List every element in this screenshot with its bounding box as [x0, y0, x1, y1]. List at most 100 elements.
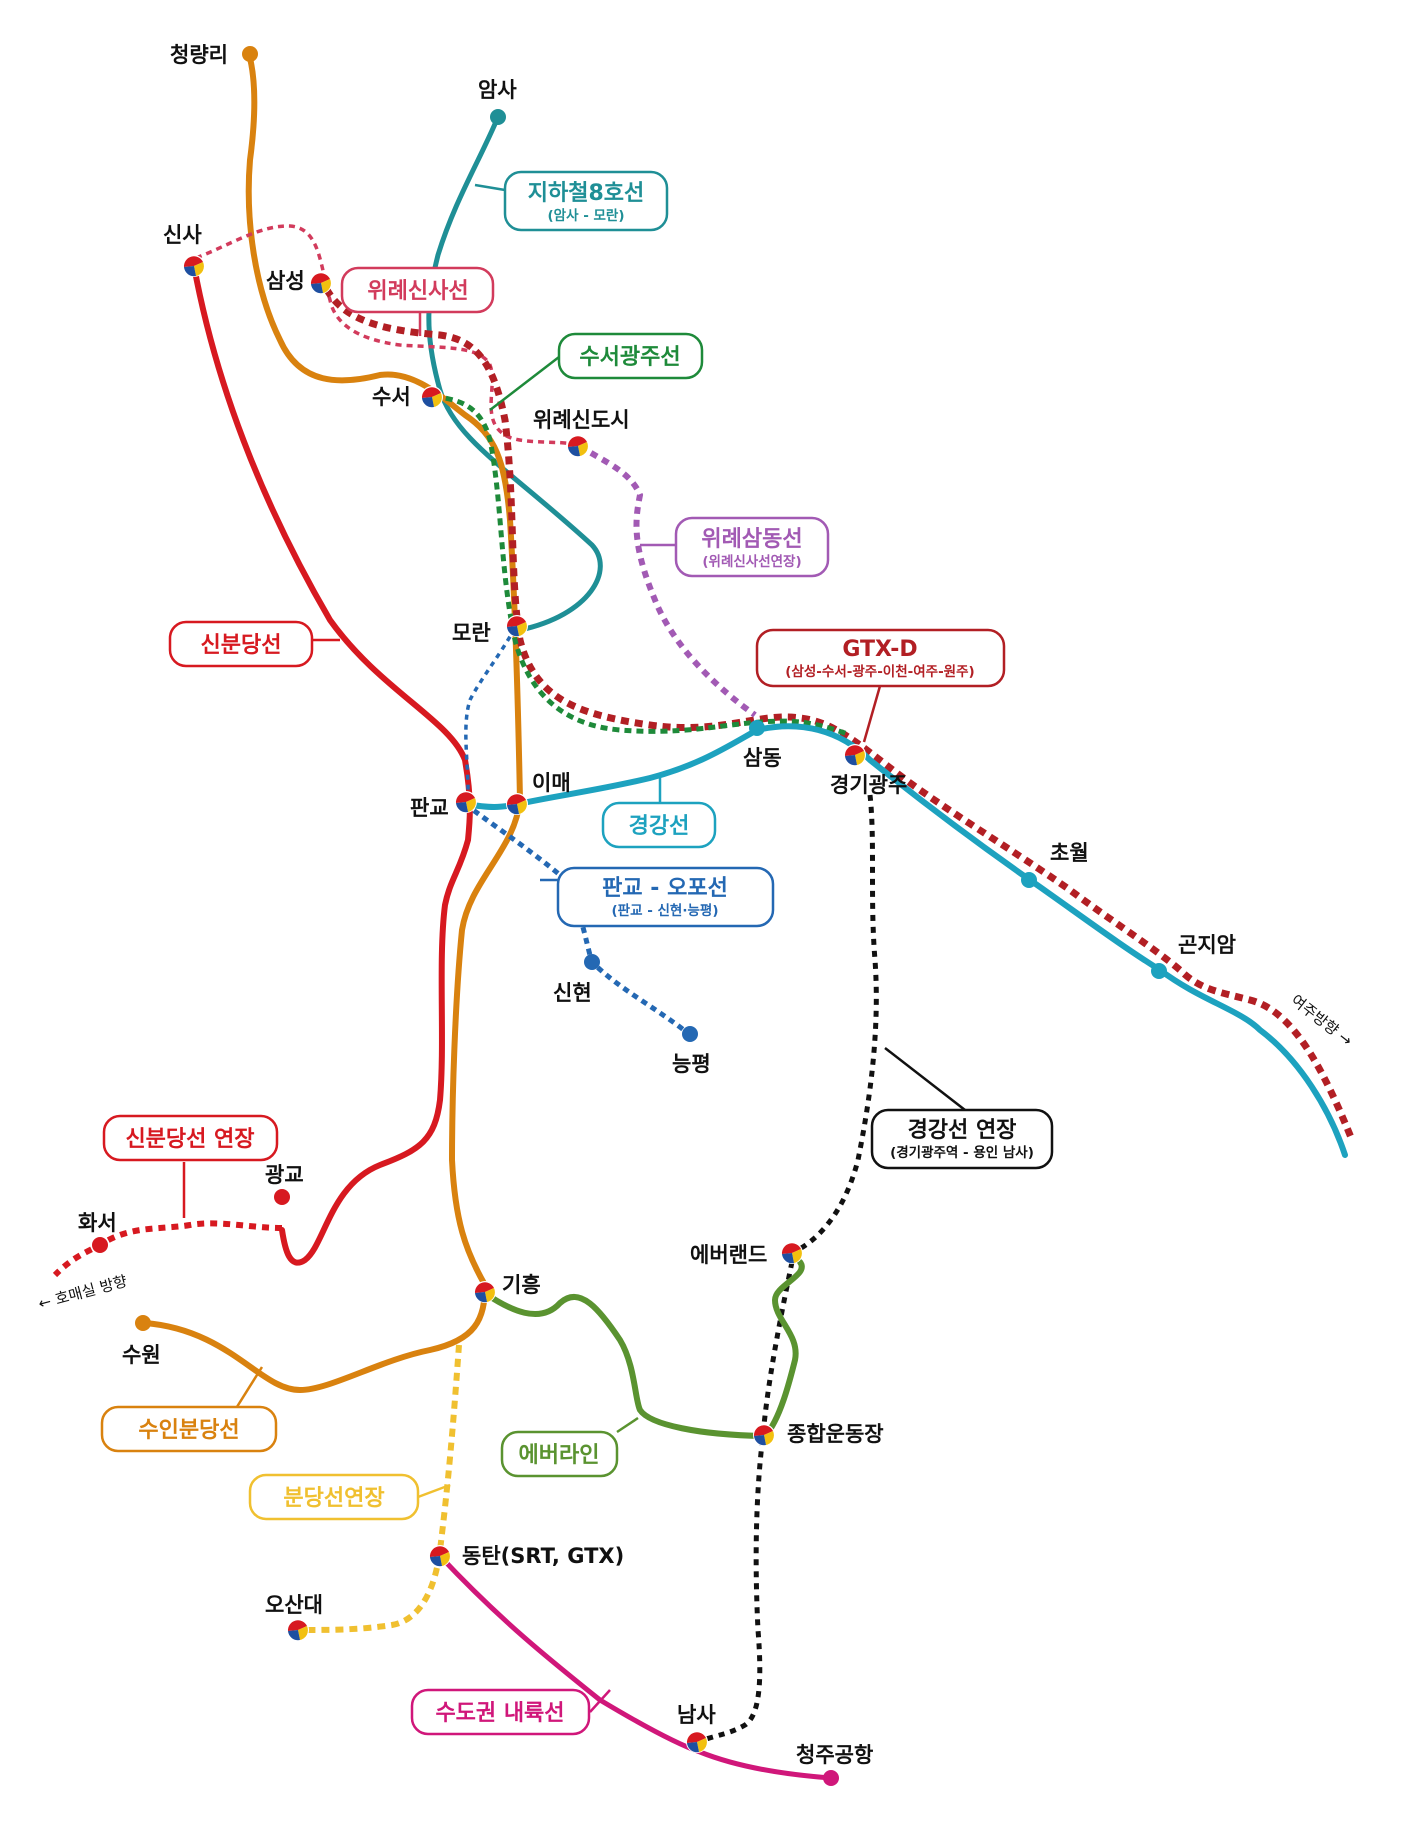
transfer-marker-sinsa[interactable] [183, 255, 205, 277]
suin-bundang-route [142, 51, 524, 1394]
wirye-samdong-sub: (위례신사선연장) [702, 553, 801, 570]
line8-sub: (암사 - 모란) [547, 207, 624, 224]
station-marker-chowol[interactable] [1021, 872, 1037, 888]
gyeonggang-title: 경강선 [629, 814, 690, 839]
everline-route [483, 1259, 805, 1440]
sinbundang-title: 신분당선 [201, 633, 282, 658]
station-marker-hwaseo[interactable] [92, 1237, 108, 1253]
transfer-marker-dongtan[interactable] [429, 1545, 451, 1567]
station-label-everland: 에버랜드 [690, 1243, 767, 1267]
gyeonggang-ext-sub: (경기광주역 - 용인 남사) [890, 1144, 1034, 1161]
station-label-hwaseo: 화서 [78, 1211, 117, 1235]
pangyo-opo-route [463, 801, 692, 1037]
sinbundang-ext-label-pill[interactable]: 신분당선 연장 [102, 1114, 279, 1162]
station-label-amsa: 암사 [478, 78, 517, 102]
wirye-sinsa-label-pill[interactable]: 위례신사선 [340, 266, 495, 314]
station-label-gwanggyo: 광교 [265, 1163, 304, 1187]
station-label-gyeonggi-gwangju: 경기광주 [830, 773, 907, 797]
sinbundang-route [191, 263, 473, 1266]
station-label-suwon: 수원 [122, 1343, 161, 1367]
everline-title: 에버라인 [519, 1443, 600, 1468]
station-marker-cheongju-airport[interactable] [823, 1770, 839, 1786]
wirye-samdong-route [578, 443, 757, 718]
transfer-marker-moran[interactable] [506, 615, 528, 637]
wirye-samdong-label-pill[interactable]: 위례삼동선 (위례신사선연장) [674, 516, 830, 578]
transfer-marker-gyeonggi-gwangju[interactable] [844, 744, 866, 766]
station-label-giheung: 기흥 [502, 1273, 541, 1297]
station-label-cheongnyangni: 청량리 [170, 43, 228, 67]
station-label-gonjiam: 곤지암 [1178, 933, 1236, 957]
gtx-d-title: GTX-D [842, 637, 917, 662]
transfer-marker-giheung[interactable] [474, 1281, 496, 1303]
bundang-ext-route [299, 1344, 462, 1633]
direction-label-homaesil: ← 호매실 방향 [36, 1272, 129, 1313]
station-label-sports-complex: 종합운동장 [787, 1422, 884, 1446]
leader-lines [182, 183, 966, 1713]
station-label-sinhyeon: 신현 [553, 981, 592, 1005]
inland-title: 수도권 내륙선 [435, 1701, 564, 1726]
wirye-samdong-title: 위례삼동선 [701, 527, 802, 552]
station-label-suseo: 수서 [372, 385, 411, 409]
inland-route [437, 1553, 834, 1781]
gyeonggang-route [462, 723, 1348, 1158]
station-marker-cheongnyangni[interactable] [242, 46, 258, 62]
transfer-marker-imae[interactable] [506, 793, 528, 815]
transfer-marker-suseo[interactable] [421, 386, 443, 408]
station-marker-neungpyeong[interactable] [682, 1026, 698, 1042]
transfer-marker-everland[interactable] [781, 1242, 803, 1264]
gyeonggang-ext-label-pill[interactable]: 경강선 연장 (경기광주역 - 용인 남사) [870, 1108, 1054, 1170]
station-label-chowol: 초월 [1050, 841, 1089, 865]
gtx-d-label-pill[interactable]: GTX-D (삼성-수서-광주-이천-여주-원주) [755, 628, 1006, 688]
station-label-samdong: 삼동 [743, 746, 782, 770]
station-label-neungpyeong: 능평 [672, 1052, 711, 1076]
transfer-marker-pangyo[interactable] [455, 791, 477, 813]
suin-bundang-label-pill[interactable]: 수인분당선 [100, 1405, 278, 1453]
station-label-cheongju-airport: 청주공항 [796, 1743, 873, 1767]
suseo-gwangju-label-pill[interactable]: 수서광주선 [557, 332, 704, 380]
station-marker-suwon[interactable] [135, 1315, 151, 1331]
station-marker-gwanggyo[interactable] [274, 1189, 290, 1205]
station-label-dongtan: 동탄(SRT, GTX) [462, 1544, 624, 1568]
gyeonggang-ext-route [790, 794, 879, 1256]
station-label-pangyo: 판교 [410, 796, 449, 820]
station-marker-sinhyeon[interactable] [584, 954, 600, 970]
sinbundang-label-pill[interactable]: 신분당선 [168, 620, 314, 668]
transfer-marker-sports-complex[interactable] [753, 1424, 775, 1446]
gtx-d-route [317, 274, 1356, 1142]
station-label-samseong: 삼성 [266, 269, 305, 293]
station-label-moran: 모란 [452, 621, 491, 645]
sinbundang-ext-route [52, 1220, 283, 1278]
station-label-osan: 오산대 [265, 1593, 323, 1617]
suseo-gwangju-title: 수서광주선 [579, 345, 680, 370]
station-marker-amsa[interactable] [490, 109, 506, 125]
bundang-ext-title: 분당선연장 [283, 1486, 384, 1511]
transfer-marker-osan[interactable] [287, 1619, 309, 1641]
station-label-namsa: 남사 [677, 1703, 716, 1727]
station-label-imae: 이매 [532, 771, 571, 795]
gyeonggang-label-pill[interactable]: 경강선 [601, 801, 717, 849]
wirye-sinsa-title: 위례신사선 [367, 279, 468, 304]
station-label-wirye: 위례신도시 [533, 408, 630, 432]
line8-label-pill[interactable]: 지하철8호선 (암사 - 모란) [503, 170, 669, 232]
station-marker-samdong[interactable] [749, 720, 765, 736]
gyeonggang-ext-south-route [697, 1261, 795, 1745]
gtx-d-sub: (삼성-수서-광주-이천-여주-원주) [785, 663, 974, 680]
sinbundang-ext-title: 신분당선 연장 [125, 1127, 254, 1152]
transfer-marker-samseong[interactable] [310, 272, 332, 294]
moran-branch-route [464, 627, 517, 791]
pangyo-opo-sub: (판교 - 신현·능평) [612, 902, 719, 919]
everline-label-pill[interactable]: 에버라인 [500, 1430, 619, 1478]
inland-label-pill[interactable]: 수도권 내륙선 [410, 1688, 591, 1736]
gyeonggang-ext-title: 경강선 연장 [908, 1118, 1017, 1143]
line8-title: 지하철8호선 [528, 181, 645, 206]
pangyo-opo-label-pill[interactable]: 판교 - 오포선 (판교 - 신현·능평) [556, 866, 775, 928]
station-marker-gonjiam[interactable] [1151, 963, 1167, 979]
bundang-ext-label-pill[interactable]: 분당선연장 [248, 1473, 420, 1521]
transfer-marker-wirye[interactable] [567, 435, 589, 457]
transfer-marker-namsa[interactable] [686, 1731, 708, 1753]
wirye-sinsa-route [195, 224, 579, 447]
suin-bundang-title: 수인분당선 [138, 1418, 239, 1443]
pangyo-opo-title: 판교 - 오포선 [602, 876, 728, 901]
direction-label-yeoju: 여주방향 → [1288, 991, 1356, 1050]
